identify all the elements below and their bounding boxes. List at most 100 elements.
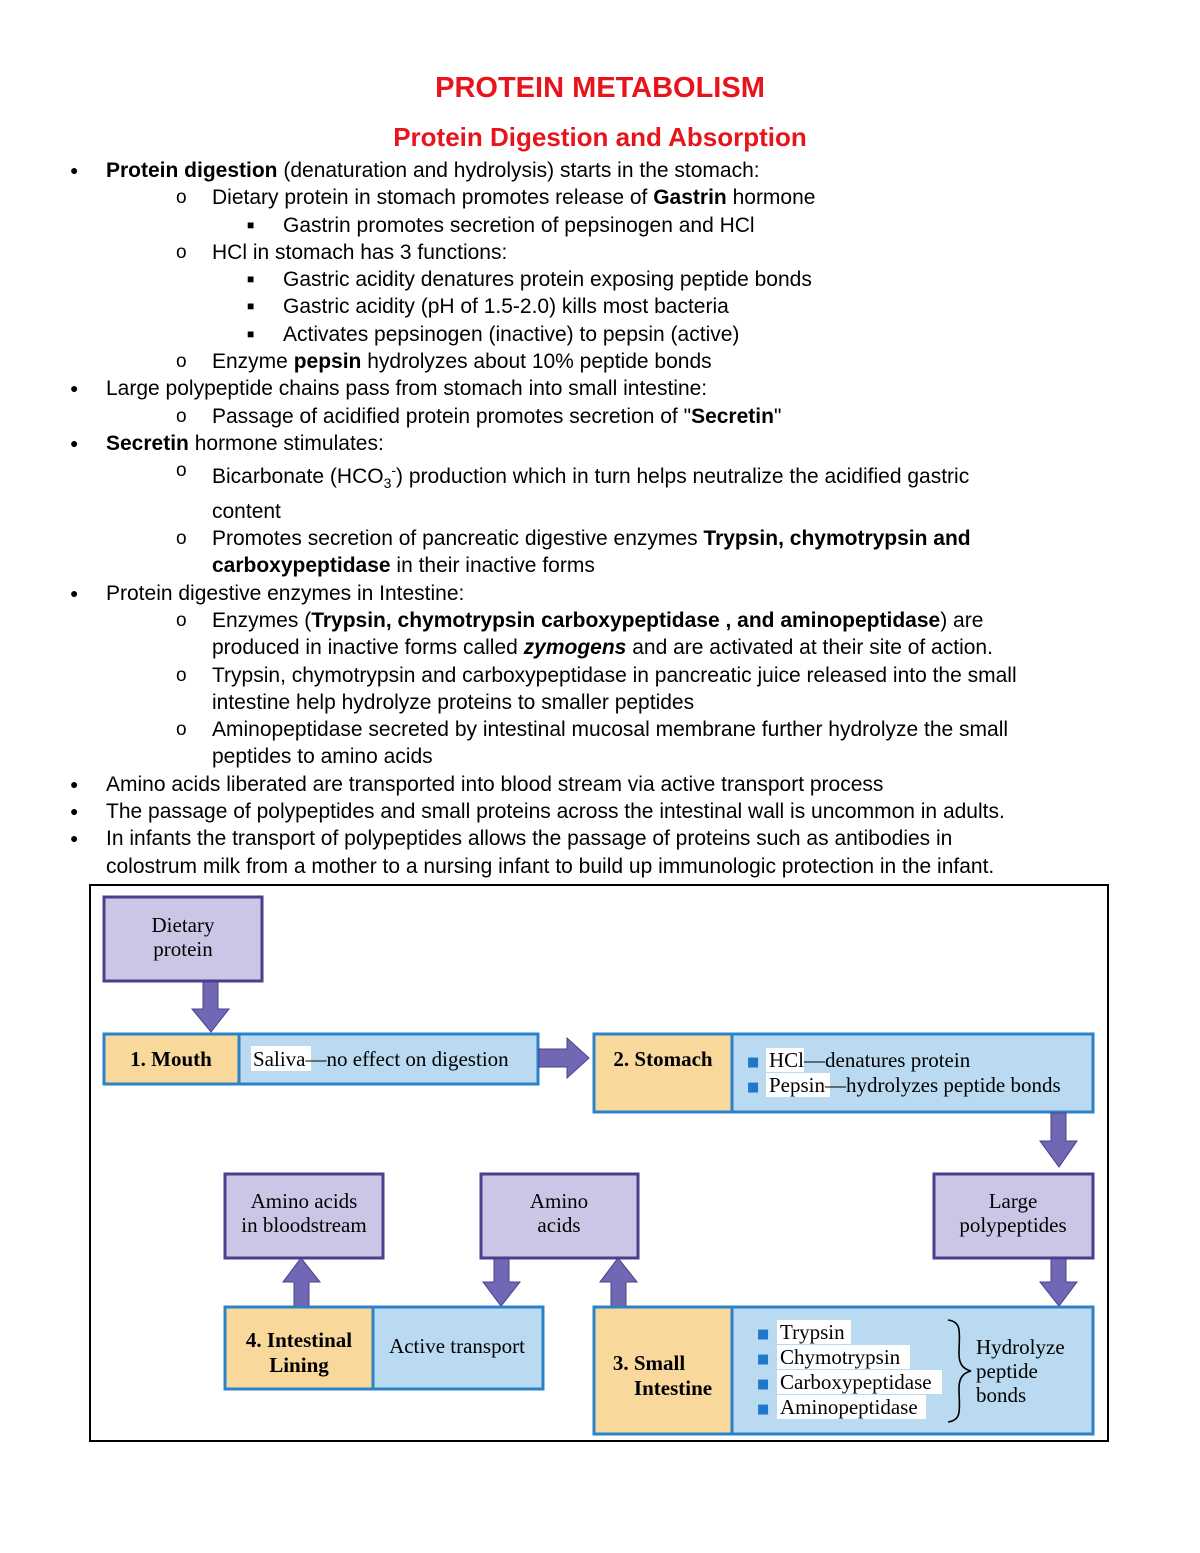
enzyme-bullet-2: ■: [757, 1352, 769, 1367]
bullet-marker: ●: [70, 830, 79, 847]
note-text: 3: [383, 475, 392, 492]
note-line: ● In infants the transport of polypeptide…: [0, 825, 1200, 852]
intestinal-label-box: [223, 1305, 375, 1391]
notes-list: ●Protein digestion (denaturation and hyd…: [0, 157, 1200, 880]
bullet-marker: ●: [70, 380, 79, 397]
section-title: Protein Digestion and Absorption: [393, 122, 807, 152]
amino-bloodstream-line1: Amino acids: [251, 1189, 358, 1213]
note-line: carboxypeptidase in their inactive forms: [0, 552, 1200, 579]
stomach-item-1-term: HCl: [769, 1048, 804, 1072]
bullet-marker: ■: [247, 272, 255, 287]
small-intestine-line2: Intestine: [634, 1376, 712, 1400]
enzyme-highlight-3: [777, 1370, 942, 1394]
note-text: hormone: [726, 186, 816, 210]
note-text: intestine help hydrolyze proteins to sma…: [212, 690, 695, 714]
dietary-protein-line1: Dietary: [152, 913, 215, 937]
amino-bloodstream-line2: in bloodstream: [241, 1213, 366, 1237]
note-text: hormone stimulates:: [188, 431, 384, 455]
note-text: ) are: [940, 608, 984, 632]
note-line: ■ Activates pepsinogen (inactive) to peps…: [0, 321, 1200, 348]
note-line: o Aminopeptidase secreted by intestinal m…: [0, 716, 1200, 743]
stomach-item-1: HCl—denatures protein: [769, 1048, 971, 1072]
note-text: Passage of acidified protein promotes se…: [212, 404, 692, 428]
hydrolyze-line3: bonds: [976, 1383, 1026, 1407]
note-text: carboxypeptidase: [212, 554, 391, 578]
arrow-down-dietary: [190, 981, 231, 1033]
bullet-marker: ●: [70, 584, 79, 601]
note-line: content: [0, 498, 1200, 525]
note-text: In infants the transport of polypeptides…: [106, 827, 953, 851]
bullet-marker: ●: [70, 162, 79, 178]
arrow-down-stomach: [1039, 1112, 1078, 1168]
mouth-desc: Saliva—no effect on digestion: [253, 1047, 509, 1071]
note-text: pepsin: [293, 350, 362, 374]
enzyme-highlight-2: [777, 1345, 910, 1369]
note-line: produced in inactive forms called zymoge…: [0, 634, 1200, 661]
enzyme-bullet-4: ■: [757, 1402, 769, 1417]
bullet-marker: o: [176, 664, 187, 686]
note-text: ) production which in turn helps neutral…: [396, 465, 970, 489]
mouth-desc-term: Saliva: [253, 1047, 306, 1071]
stomach-label: 2. Stomach: [613, 1047, 712, 1071]
note-line: ●Protein digestion (denaturation and hyd…: [0, 157, 1200, 184]
note-line: peptides to amino acids: [0, 743, 1200, 770]
arrow-up-amino: [599, 1257, 639, 1308]
stomach-bullet-2: ■: [747, 1080, 759, 1095]
note-line: ● Large polypeptide chains pass from stom…: [0, 375, 1200, 402]
bullet-marker: o: [176, 719, 187, 741]
saliva-highlight: [251, 1046, 311, 1071]
note-line: ●Amino acids liberated are transported i…: [0, 771, 1200, 798]
active-transport-box: [371, 1305, 545, 1391]
note-text: Large polypeptide chains pass from stoma…: [106, 377, 708, 401]
diagram-canvas: Dietary protein 1. Mouth Saliva—no effec…: [102, 895, 1095, 1436]
note-line: ●The passage of polypeptides and small p…: [0, 798, 1200, 825]
enzyme-bullet-3: ■: [757, 1377, 769, 1392]
bullet-marker: o: [176, 187, 187, 209]
enzyme-item-3: Carboxypeptidase: [780, 1370, 932, 1394]
mouth-label: 1. Mouth: [130, 1047, 212, 1071]
note-line: ● Protein digestive enzymes in Intestine:: [0, 580, 1200, 607]
hcl-highlight: [766, 1048, 804, 1072]
enzyme-highlight-4: [777, 1395, 926, 1419]
enzyme-item-2: Chymotrypsin: [780, 1345, 901, 1369]
note-text: Trypsin, chymotrypsin and: [703, 527, 971, 551]
note-text: Secretin: [691, 404, 774, 428]
amino-acids-box: [479, 1172, 640, 1260]
bullet-marker: ■: [247, 299, 255, 314]
enzyme-bullet-1: ■: [757, 1327, 769, 1342]
page-title: PROTEIN METABOLISM: [435, 72, 765, 104]
note-text: Gastrin: [653, 186, 727, 210]
note-text: hydrolyzes about 10% peptide bonds: [361, 350, 712, 374]
dietary-protein-label: Dietary: [152, 913, 215, 937]
note-text: Enzyme: [212, 350, 294, 374]
note-text: Activates pepsinogen (inactive) to pepsi…: [283, 322, 740, 346]
stomach-item-2: Pepsin—hydrolyzes peptide bonds: [769, 1073, 1061, 1097]
note-text: ": [773, 404, 782, 428]
stomach-item-2-rest: —hydrolyzes peptide bonds: [824, 1073, 1061, 1097]
dietary-protein-label-2: protein: [153, 937, 213, 961]
note-line: ■Gastrin promotes secretion of pepsinoge…: [0, 212, 1200, 239]
arrow-down-polypeptides: [1038, 1258, 1078, 1307]
note-text: Amino acids liberated are transported in…: [106, 772, 884, 796]
note-text: Protein digestive enzymes in Intestine:: [106, 581, 465, 605]
note-text: Aminopeptidase secreted by intestinal mu…: [212, 718, 1009, 742]
bullet-marker: ●: [70, 803, 79, 820]
note-text: peptides to amino acids: [212, 745, 433, 769]
note-text: colostrum milk from a mother to a nursin…: [106, 854, 995, 878]
note-line: ■Gastric acidity (pH of 1.5-2.0) kills m…: [0, 293, 1200, 320]
stomach-desc-box: [730, 1032, 1095, 1114]
arrow-right-mouth-stomach: [538, 1036, 590, 1080]
bullet-marker: ■: [247, 326, 255, 341]
intestinal-label-line1: 4. Intestinal: [246, 1328, 352, 1352]
bullet-marker: o: [176, 241, 187, 263]
note-text: (denaturation and hydrolysis) starts in …: [277, 159, 760, 182]
digestion-flow-diagram: Dietary protein 1. Mouth Saliva—no effec…: [89, 884, 1109, 1442]
note-line: intestine help hydrolyze proteins to sma…: [0, 689, 1200, 716]
note-line: ●Secretin hormone stimulates:: [0, 430, 1200, 457]
bullet-marker: ■: [247, 217, 255, 232]
mouth-desc-rest: —no effect on digestion: [305, 1047, 510, 1071]
